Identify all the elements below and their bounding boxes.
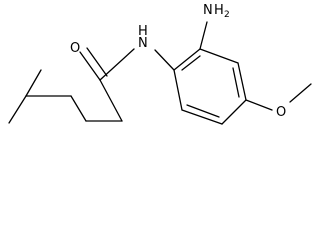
- amide-nitrogen-n-label: N: [138, 36, 148, 51]
- bond-alpha-to-carbonyl: [99, 79, 123, 122]
- bond-carbonyl-to-nitrogen: [99, 48, 135, 81]
- amide-oxygen-label: O: [70, 41, 80, 56]
- bond-methyl-branch: [25, 69, 42, 97]
- bond-nitrogen-to-ring: [154, 49, 175, 71]
- ring-bond-c6-c1: [173, 69, 183, 111]
- bond-ring-to-amine: [199, 21, 208, 50]
- ring-bond-c5-c6: [181, 109, 223, 125]
- ring-bond-c2-c3: [199, 48, 239, 64]
- ring-inner-double-c1-c2: [181, 55, 201, 71]
- chemical-structure-diagram: O N H N H 2 O: [8, 3, 312, 125]
- ring-bond-c3-c4: [237, 62, 247, 101]
- bond-ring-to-ether-oxygen: [245, 99, 273, 111]
- amine-n-label: N: [203, 3, 213, 18]
- ether-oxygen-label: O: [276, 105, 286, 120]
- amine-h-label: H: [214, 3, 224, 18]
- amine-subscript-label: 2: [224, 10, 230, 20]
- ring-bond-c1-c2: [173, 48, 201, 71]
- ring-inner-double-c3-c4: [232, 67, 240, 98]
- bond-carbonyl-double-a: [79, 51, 101, 81]
- amide-nitrogen-h-label: H: [138, 24, 148, 39]
- ring-bond-c4-c5: [221, 99, 247, 125]
- bond-carbonyl-double-b: [86, 47, 108, 77]
- bond-methyl-terminal: [8, 95, 27, 124]
- ring-inner-double-c5-c6: [186, 104, 220, 118]
- bond-ch2-ch2: [70, 95, 87, 122]
- bond-ether-oxygen-to-methyl: [289, 83, 312, 103]
